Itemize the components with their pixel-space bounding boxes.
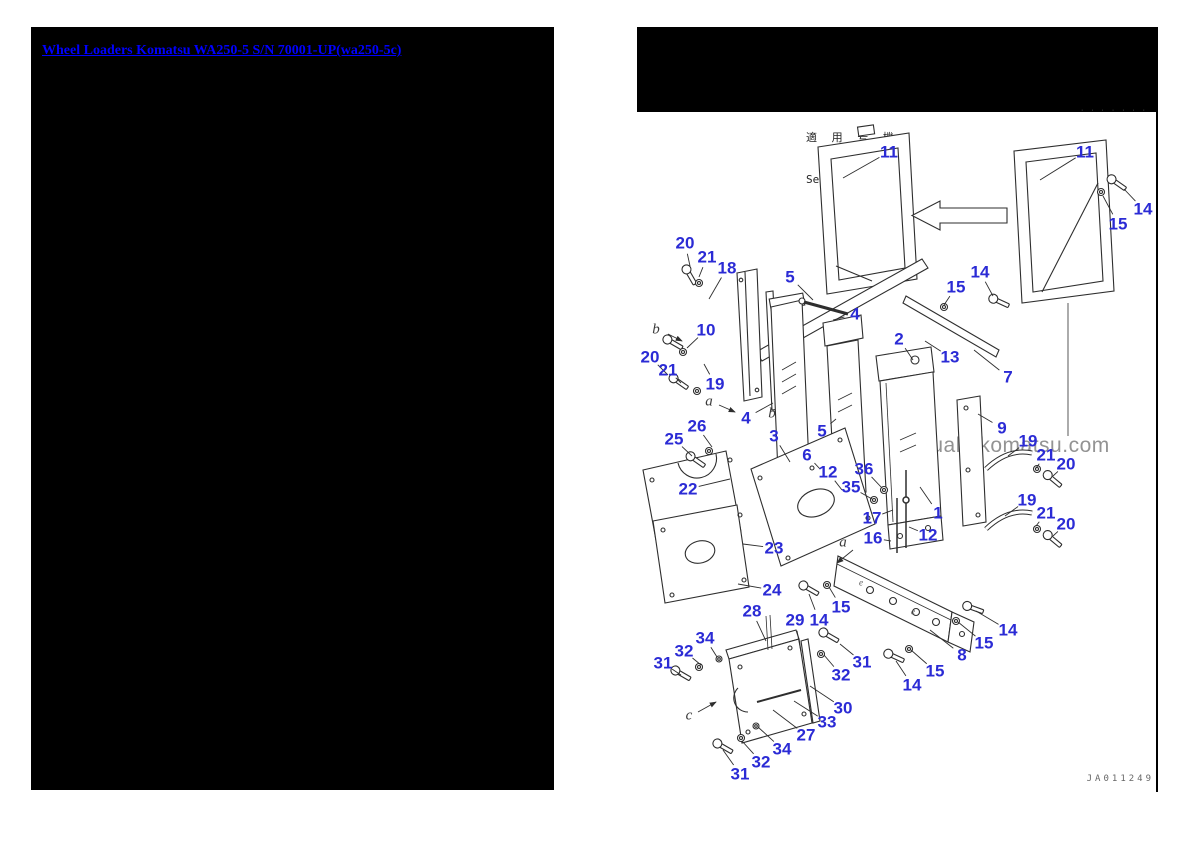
diagram-header-bar	[637, 27, 1156, 112]
serial-note-en: Serial No 70570—	[806, 173, 912, 186]
callout-24[interactable]: 24	[762, 580, 782, 600]
callout-20[interactable]: 20	[1056, 514, 1076, 534]
callout-4[interactable]: 4	[741, 408, 751, 428]
callout-15[interactable]: 15	[974, 633, 994, 653]
callout-14[interactable]: 14	[902, 675, 922, 695]
callout-7[interactable]: 7	[1003, 367, 1013, 387]
callout-34[interactable]: 34	[772, 739, 792, 759]
callout-15[interactable]: 15	[946, 277, 966, 297]
callout-15[interactable]: 15	[831, 597, 851, 617]
callout-21[interactable]: 21	[1036, 445, 1056, 465]
callout-34[interactable]: 34	[695, 628, 715, 648]
callout-14[interactable]: 14	[970, 262, 990, 282]
callout-19[interactable]: 19	[1017, 490, 1037, 510]
cropped-header-text: · · · · · · ·	[1081, 107, 1148, 114]
callout-31[interactable]: 31	[852, 652, 872, 672]
callout-14[interactable]: 14	[1133, 199, 1153, 219]
callout-36[interactable]: 36	[854, 459, 874, 479]
callout-3[interactable]: 3	[769, 426, 779, 446]
callout-6[interactable]: 6	[802, 445, 812, 465]
left-pane: Wheel Loaders Komatsu WA250-5 S/N 70001-…	[31, 27, 554, 790]
callout-26[interactable]: 26	[687, 416, 707, 436]
callout-4[interactable]: 4	[850, 304, 860, 324]
callout-14[interactable]: 14	[998, 620, 1018, 640]
callout-29[interactable]: 29	[785, 610, 805, 630]
callout-23[interactable]: 23	[764, 538, 784, 558]
callout-33[interactable]: 33	[817, 712, 837, 732]
callout-1[interactable]: 1	[933, 503, 943, 523]
callout-19[interactable]: 19	[705, 374, 725, 394]
callout-21[interactable]: 21	[1036, 503, 1056, 523]
callout-21[interactable]: 21	[697, 247, 717, 267]
callout-12[interactable]: 12	[818, 462, 838, 482]
model-catalog-link[interactable]: Wheel Loaders Komatsu WA250-5 S/N 70001-…	[42, 43, 402, 58]
callout-32[interactable]: 32	[831, 665, 851, 685]
callout-30[interactable]: 30	[833, 698, 853, 718]
callout-8[interactable]: 8	[957, 645, 967, 665]
callout-14[interactable]: 14	[809, 610, 829, 630]
callout-15[interactable]: 15	[1108, 214, 1128, 234]
callout-21[interactable]: 21	[658, 360, 678, 380]
callout-20[interactable]: 20	[640, 347, 660, 367]
callout-32[interactable]: 32	[751, 752, 771, 772]
callout-32[interactable]: 32	[674, 641, 694, 661]
callout-20[interactable]: 20	[675, 233, 695, 253]
callout-17[interactable]: 17	[862, 508, 882, 528]
callout-25[interactable]: 25	[664, 429, 684, 449]
callout-15[interactable]: 15	[925, 661, 945, 681]
callout-10[interactable]: 10	[696, 320, 716, 340]
callout-18[interactable]: 18	[717, 258, 737, 278]
callout-35[interactable]: 35	[841, 477, 861, 497]
callout-31[interactable]: 31	[730, 764, 750, 784]
callout-22[interactable]: 22	[678, 479, 698, 499]
callout-28[interactable]: 28	[742, 601, 762, 621]
callout-9[interactable]: 9	[997, 418, 1007, 438]
callout-5[interactable]: 5	[817, 421, 827, 441]
callout-27[interactable]: 27	[796, 725, 816, 745]
callout-2[interactable]: 2	[894, 329, 904, 349]
callout-16[interactable]: 16	[863, 528, 883, 548]
callout-5[interactable]: 5	[785, 267, 795, 287]
callout-12[interactable]: 12	[918, 525, 938, 545]
callout-19[interactable]: 19	[1018, 431, 1038, 451]
callout-31[interactable]: 31	[653, 653, 673, 673]
watermark: manuals-komatsu.com	[889, 434, 1110, 457]
drawing-code: JA011249	[1086, 774, 1154, 784]
callout-13[interactable]: 13	[940, 347, 960, 367]
callout-11[interactable]: 11	[1076, 142, 1094, 162]
callout-20[interactable]: 20	[1056, 454, 1076, 474]
callout-11[interactable]: 11	[880, 142, 898, 162]
